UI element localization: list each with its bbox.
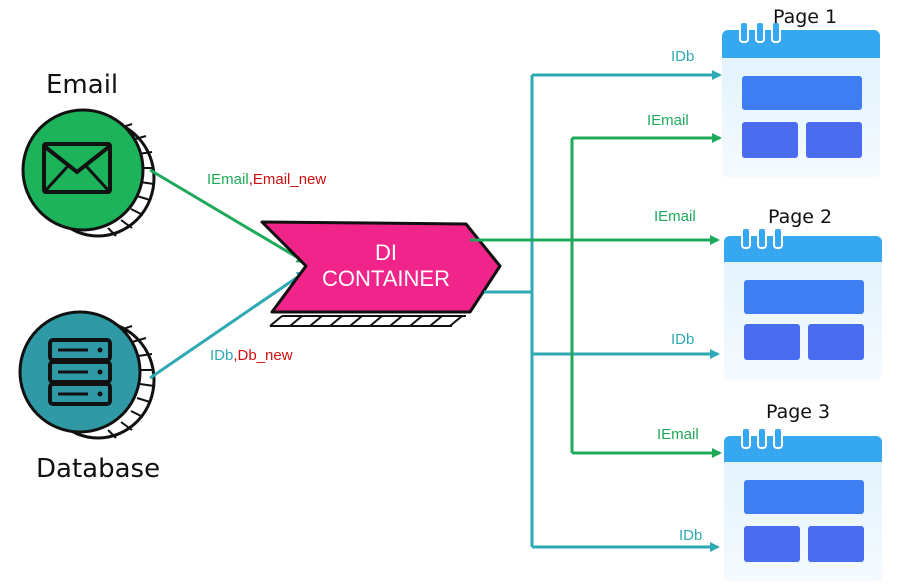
- browser-window-icon: [722, 21, 880, 178]
- page-3-label: Page 3: [766, 401, 831, 423]
- email-edge-impl: Email_new: [252, 171, 327, 188]
- browser-window-icon: [724, 427, 882, 582]
- email-edge-separator: ,: [248, 171, 253, 188]
- db-edge-impl: Db_new: [237, 347, 293, 364]
- page1-idb-label: IDb: [671, 48, 695, 65]
- email-edge-interface: IEmail: [207, 171, 249, 188]
- email-node: [21, 108, 156, 238]
- email-edge-label: IEmail,Email_new: [207, 172, 326, 187]
- page1-iemail-label: IEmail: [647, 112, 689, 129]
- di-container-label-line1: DI: [375, 240, 397, 265]
- page-2-label: Page 2: [768, 206, 833, 228]
- db-edge-label: IDb,Db_new: [210, 348, 293, 363]
- db-to-di-edge: [149, 270, 307, 380]
- db-edge-interface: IDb: [210, 347, 234, 364]
- db-edge-separator: ,: [233, 347, 238, 364]
- di-container-label: DI CONTAINER: [306, 240, 466, 292]
- page2-iemail-label: IEmail: [654, 208, 696, 225]
- browser-window-icon: [724, 227, 882, 380]
- email-to-di-edge: [149, 168, 307, 264]
- page2-idb-label: IDb: [671, 331, 695, 348]
- page3-iemail-label: IEmail: [657, 426, 699, 443]
- idb-connector: [484, 75, 534, 547]
- di-container-label-line2: CONTAINER: [322, 266, 450, 291]
- email-node-label: Email: [46, 70, 119, 100]
- page3-idb-label: IDb: [679, 527, 703, 544]
- database-node-label: Database: [36, 454, 161, 484]
- envelope-icon: [42, 142, 112, 194]
- page-3-window: [724, 427, 882, 582]
- database-node: [18, 310, 156, 440]
- page-2-window: [724, 227, 882, 380]
- page-1-label: Page 1: [773, 6, 838, 28]
- server-icon: [48, 338, 112, 406]
- page-1-window: [722, 21, 880, 178]
- di-container-node: [260, 220, 502, 327]
